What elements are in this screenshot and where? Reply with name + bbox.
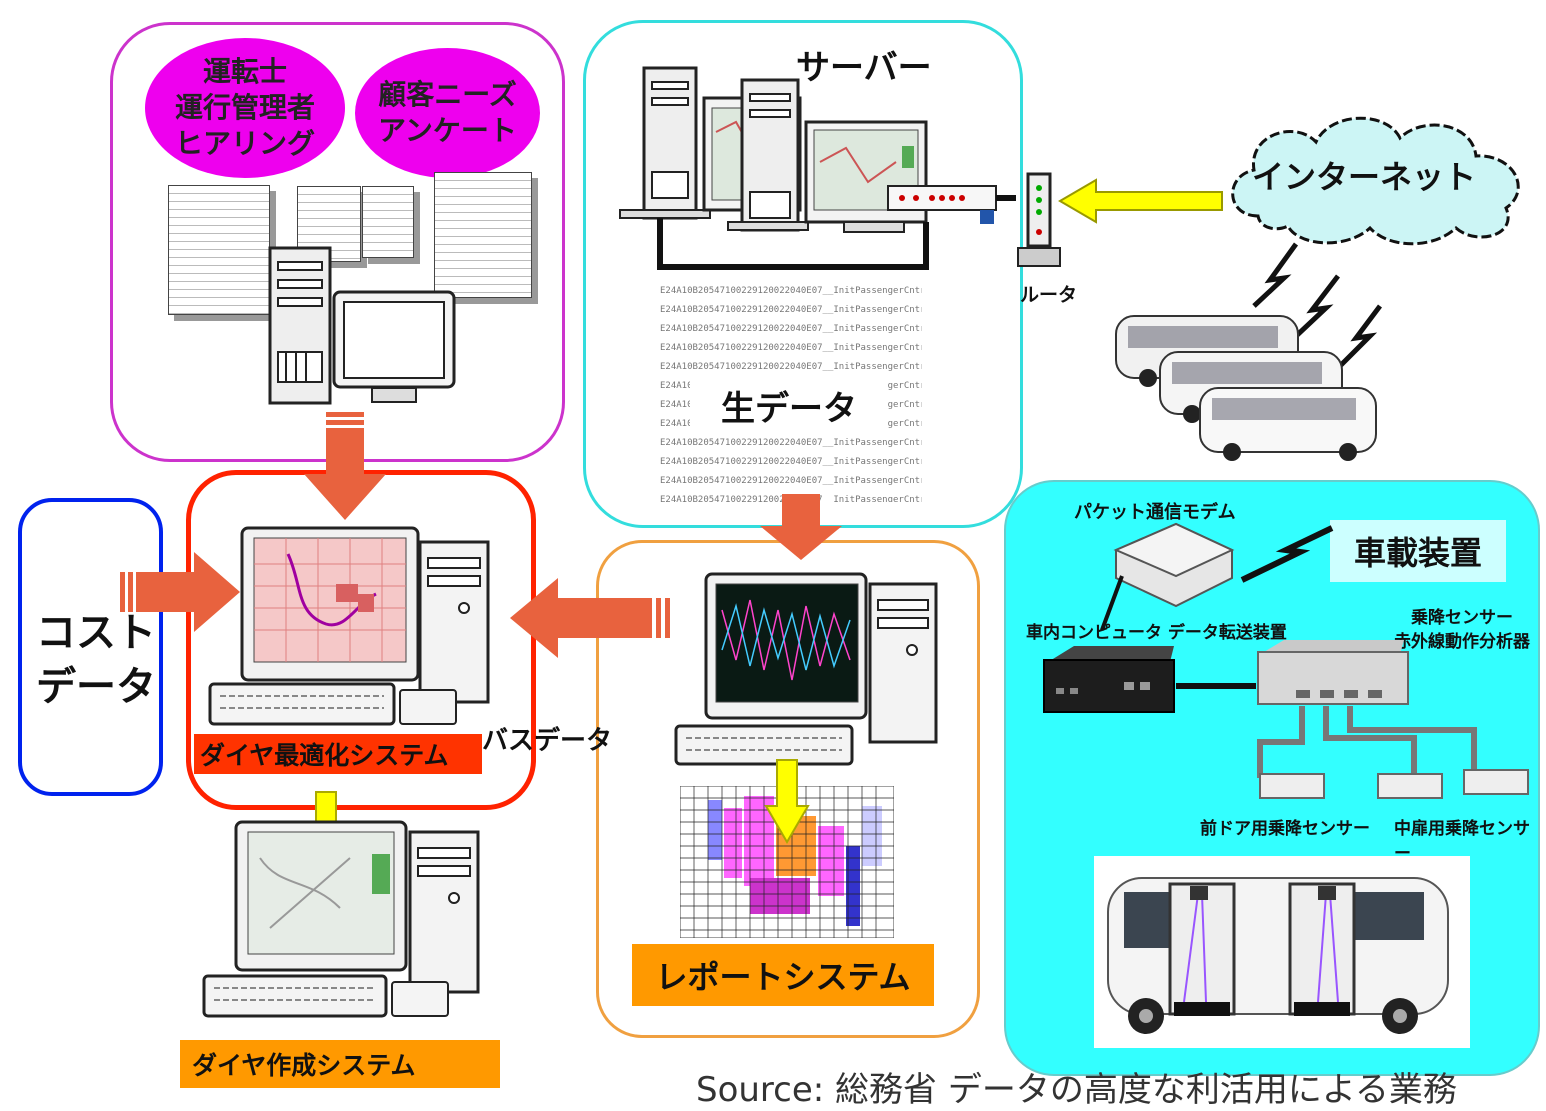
internet-label: インターネット [1252,158,1477,196]
survey-document [362,186,414,258]
bus-cutaway-icon [1094,856,1470,1048]
packet-modem-label: パケット通信モデム [1074,502,1236,523]
survey-document [434,172,532,298]
server-computers-icon [619,66,1016,270]
report-table-icon [680,786,894,938]
cost-data-label: コスト データ [36,610,156,710]
packet-modem-icon [1100,522,1334,631]
front-door-sensor-label: 前ドア用乗降センサー [1200,819,1370,839]
customer-needs-bubble: 顧客ニーズ アンケート [355,48,540,178]
report-computer-icon [674,572,938,766]
internet-to-router-arrow [1058,178,1223,224]
survey-to-dia-arrow [304,412,386,520]
report-system-label: レポートシステム [632,944,934,1006]
dia-optimization-computer-icon [208,526,490,726]
survey-computer-icon [268,246,456,405]
dia-creation-label: ダイヤ作成システム [180,1040,500,1088]
internet-cloud-icon [1231,116,1520,246]
source-caption: Source: 総務省 データの高度な利活用による業務 [696,1070,1457,1110]
sensor-analyzer-label: 乗降センサー 赤外線動作分析器 [1394,608,1530,652]
report-to-dia-arrow [510,578,670,658]
cost-panel [18,498,163,796]
bus-data-label: バスデータ [482,726,613,756]
report-down-arrow [764,759,810,844]
dia-creation-computer-icon [202,820,480,1018]
onboard-devices-icon [1043,640,1529,799]
wireless-signal-icons [1252,242,1382,368]
raw-data-label: 生データ [690,376,888,434]
server-to-report-arrow [760,494,842,560]
bus-fleet-icon [1115,315,1377,461]
onboard-computer-label: 車内コンピュータ データ転送装置 [1026,623,1287,643]
onboard-title: 車載装置 [1330,520,1506,582]
server-title: サーバー [796,48,932,88]
dia-optimization-label: ダイヤ最適化システム [194,734,482,774]
survey-document [168,185,270,315]
cost-to-dia-arrow [120,552,240,632]
driver-hearing-bubble: 運転士 運行管理者 ヒアリング [145,38,345,178]
router-icon [1017,172,1061,267]
router-label: ルータ [1020,284,1078,306]
